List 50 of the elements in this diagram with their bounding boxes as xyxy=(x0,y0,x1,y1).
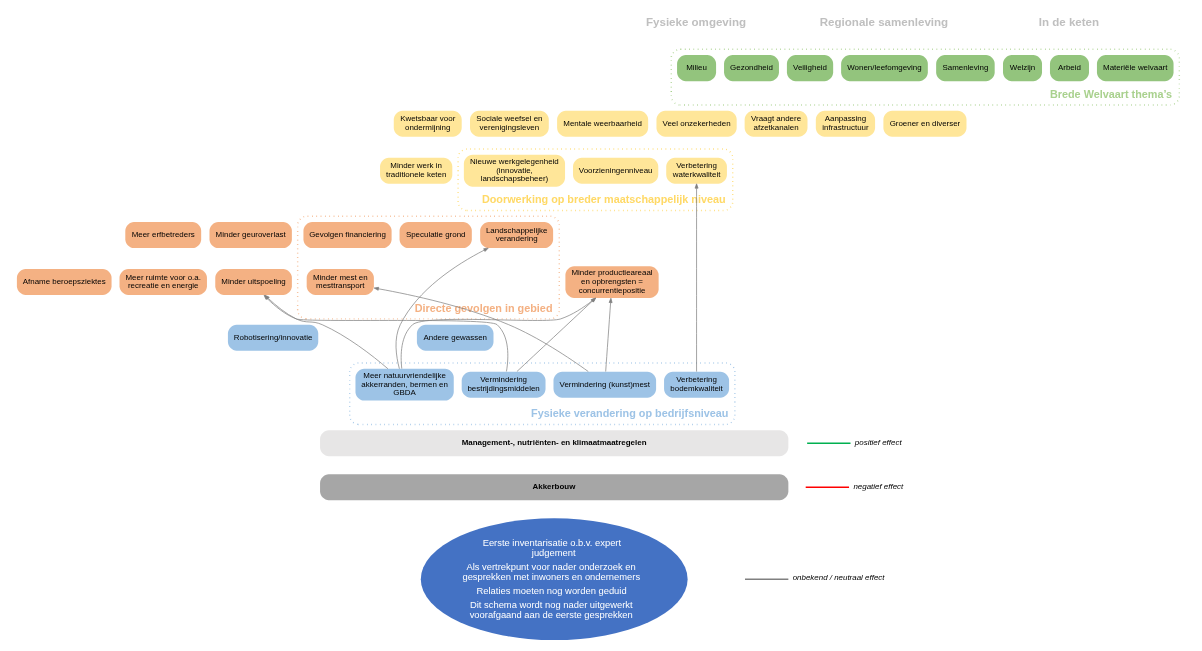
node-box: Minder werk in traditionele keten xyxy=(380,157,453,184)
legend-label: positief effect xyxy=(854,437,902,447)
node-box: Afname beroepsziektes xyxy=(16,269,112,296)
node-box: Arbeid xyxy=(1049,55,1089,82)
node-box: Meer erfbetreders xyxy=(125,222,202,249)
node-box: Voorzieningenniveau xyxy=(573,157,659,184)
node-box: Minder uitspoeling xyxy=(215,269,292,296)
node-box: Speculatie grond xyxy=(399,222,472,249)
node-box: Robotisering/innovatie xyxy=(227,324,319,351)
arrow xyxy=(516,297,596,372)
arrow xyxy=(373,286,589,372)
node-box: Minder productieareaal en opbrengsten = concurrentiepositie xyxy=(565,266,659,298)
node-box: Meer ruimte voor o.a. recreatie en energie xyxy=(119,269,207,296)
node-box: Minder geuroverlast xyxy=(209,222,292,249)
node-box: Welzijn xyxy=(1003,55,1042,82)
node-box: Milieu xyxy=(677,55,717,82)
arrow xyxy=(395,247,489,370)
node-box: Landschappelijke verandering xyxy=(480,222,554,249)
legend-label: onbekend / neutraal effect xyxy=(792,573,885,583)
label: In de keten xyxy=(1038,16,1100,29)
legend-label: negatief effect xyxy=(853,481,904,491)
node-box: Verbetering bodemkwaliteit xyxy=(664,371,730,398)
node-box: Meer natuurvriendelijke akkerranden, bermen en GBDA xyxy=(355,368,454,401)
node-box: Materiële welvaart xyxy=(1096,55,1174,82)
node-box: Nieuwe werkgelegenheid (innovatie, landschapsbeheer) xyxy=(463,154,566,187)
node-box: Akkerbouw xyxy=(320,474,789,501)
node-box: Aanpassing infrastructuur xyxy=(815,110,876,137)
node-box: Wonen/leefomgeving xyxy=(841,55,928,82)
node-ellipse: Eerste inventarisatie o.b.v. expert judgement Als vertrekpunt voor nader onderzoek en gesprekken met inwoners en ondernemers Relaties moeten nog worden geduid Dit schema wordt nog nader uitgewerkt voorafgaand aan de eerste gesprekken xyxy=(420,518,688,641)
node-box: Gezondheid xyxy=(724,55,779,82)
node-box: Veiligheid xyxy=(786,55,834,82)
node-box: Kwetsbaar voor ondermijning xyxy=(393,110,462,137)
node-box: Sociale weefsel en verenigingsleven xyxy=(470,110,549,137)
node-box: Groener en diverser xyxy=(883,110,967,137)
node-box: Minder mest en mesttransport xyxy=(306,269,374,296)
node-box: Mentale weerbaarheid xyxy=(557,110,649,137)
node-box: Management-, nutriënten- en klimaatmaatregelen xyxy=(320,430,789,457)
arrow xyxy=(694,183,699,372)
arrow xyxy=(400,297,596,369)
node-box: Andere gewassen xyxy=(416,324,494,351)
node-box: Veel onzekerheden xyxy=(656,110,737,137)
label: Regionale samenleving xyxy=(819,16,949,29)
node-box: Samenleving xyxy=(936,55,995,82)
label: Fysieke omgeving xyxy=(645,16,747,29)
node-box: Vermindering bestrijdingsmiddelen xyxy=(461,371,546,398)
node-box: Verbetering waterkwaliteit xyxy=(666,157,727,184)
node-box: Gevolgen financiering xyxy=(303,222,392,249)
node-box: Vraagt andere afzetkanalen xyxy=(744,110,808,137)
arrow xyxy=(605,297,613,372)
node-box: Vermindering (kunst)mest xyxy=(553,371,657,398)
